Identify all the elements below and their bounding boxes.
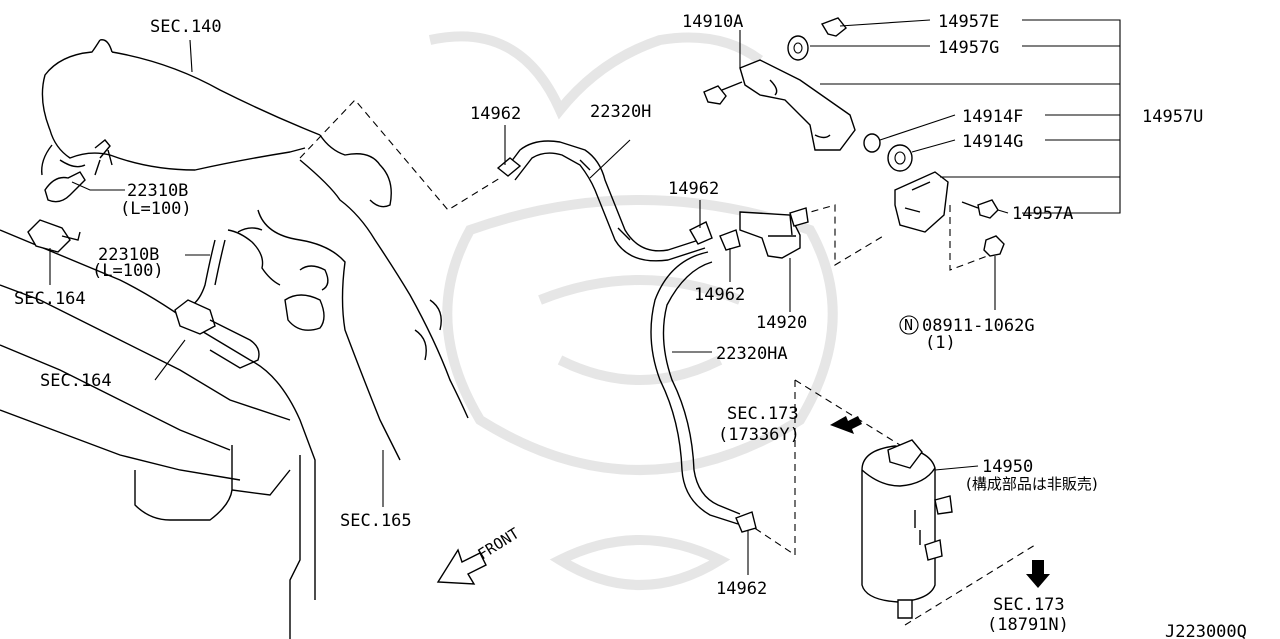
label-22310b-2-length: (L=100) [92, 261, 164, 281]
label-14957a: 14957A [1012, 204, 1073, 224]
label-08911-1062g: 08911-1062G [922, 316, 1035, 336]
dashed-route-2 [794, 379, 901, 446]
n-symbol-circle [899, 315, 919, 335]
clamp-14962-low [719, 229, 741, 251]
clamp-14962-mid [689, 221, 713, 245]
label-14914g: 14914G [962, 132, 1023, 152]
leader-lines [49, 19, 1121, 575]
label-sec-164-lower: SEC.164 [40, 371, 112, 391]
label-14957e: 14957E [938, 12, 999, 32]
bracket-assembly [703, 17, 1005, 257]
label-sec-140: SEC.140 [150, 17, 222, 37]
clamp-14962-bottom [735, 511, 757, 533]
dashed-route-4 [904, 544, 1036, 626]
front-arrow [436, 548, 487, 585]
label-front: FRONT [475, 524, 523, 563]
label-14920: 14920 [756, 313, 807, 333]
label-sec-173-upper-ref: (17336Y) [718, 425, 800, 445]
label-22320ha: 22320HA [716, 344, 788, 364]
label-14910a: 14910A [682, 12, 743, 32]
canister-14950 [861, 439, 953, 619]
label-sec-165: SEC.165 [340, 511, 412, 531]
label-14962-low: 14962 [694, 285, 745, 305]
label-22310b-1-length: (L=100) [120, 199, 192, 219]
label-08911-quantity: (1) [925, 333, 956, 353]
dashed-route-6 [949, 205, 991, 271]
clamp-14962-top [496, 157, 522, 177]
label-14957u: 14957U [1142, 107, 1203, 127]
hose-22320h [504, 140, 706, 262]
label-22320h: 22320H [590, 102, 651, 122]
label-n-symbol: N [904, 316, 913, 334]
hose-22320ha [650, 251, 741, 525]
label-sec-173-lower-ref: (18791N) [987, 615, 1069, 635]
label-sec-173-upper: SEC.173 [727, 404, 799, 424]
label-14962-top: 14962 [470, 104, 521, 124]
label-22310b-1: 22310B [127, 181, 188, 201]
dashed-route-3 [749, 380, 796, 557]
label-14914f: 14914F [962, 107, 1023, 127]
diagram-code: J223000Q [1165, 622, 1247, 639]
valve-14920 [739, 207, 809, 259]
label-sec-164-upper: SEC.164 [14, 289, 86, 309]
arrow-to-sec173-lower [1026, 560, 1050, 588]
watermark-emblem [428, 31, 838, 590]
dashed-route-1 [299, 99, 501, 211]
label-sec-173-lower: SEC.173 [993, 595, 1065, 615]
label-14957g: 14957G [938, 38, 999, 58]
label-14962-mid: 14962 [668, 179, 719, 199]
label-22310b-2: 22310B [98, 245, 159, 265]
engine-assembly [0, 39, 469, 639]
label-14962-bottom: 14962 [716, 579, 767, 599]
arrow-to-sec173-upper [830, 416, 862, 434]
label-14950: 14950 [982, 457, 1033, 477]
label-14950-note: (構成部品は非販売) [966, 475, 1098, 493]
dashed-route-5 [799, 204, 886, 266]
